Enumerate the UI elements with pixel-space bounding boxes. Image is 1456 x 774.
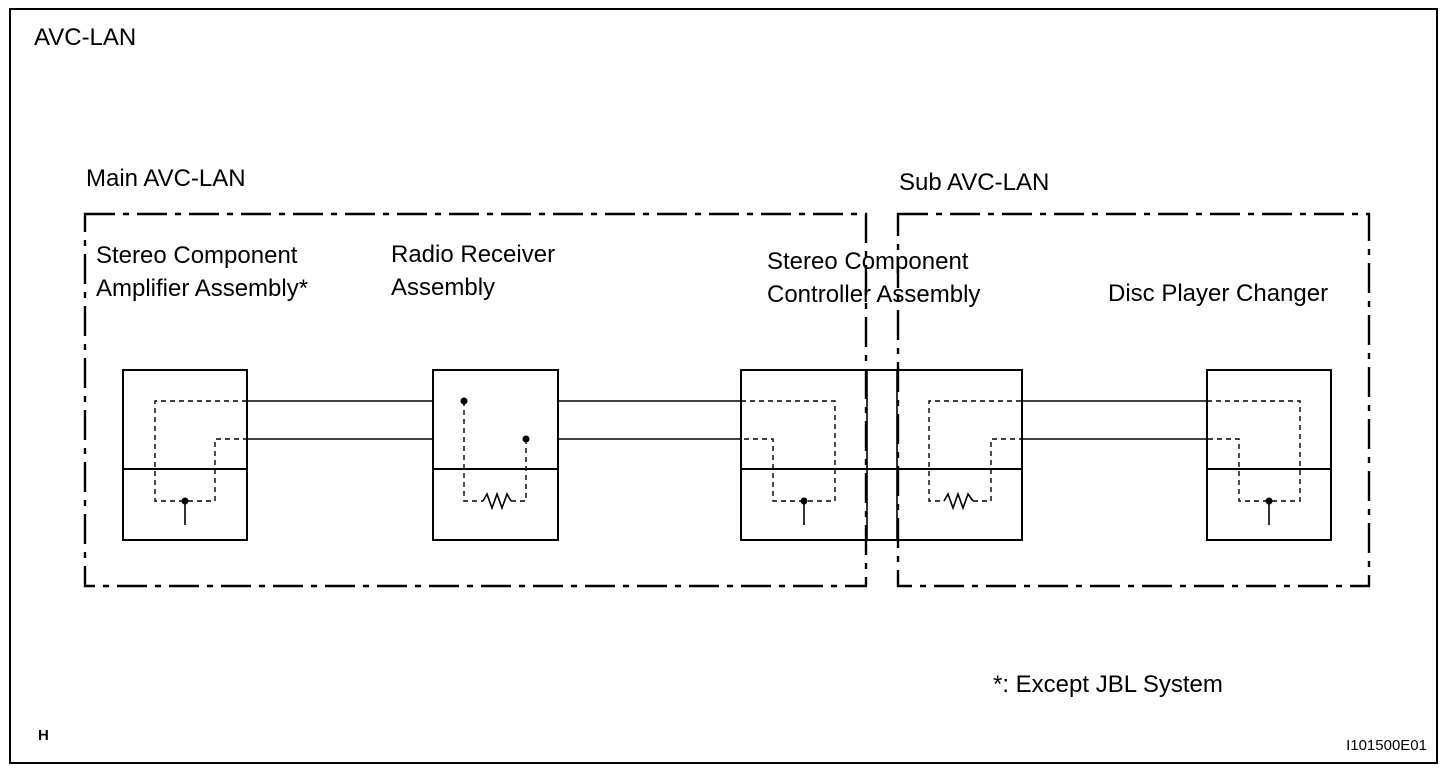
radio-label-line1: Radio Receiver (391, 241, 555, 268)
amplifier-label-line1: Stereo Component (96, 242, 298, 269)
controller-box (740, 369, 1023, 541)
radio-junction-dot-upper (460, 397, 468, 405)
radio-unit (432, 369, 559, 541)
radio-box (432, 369, 559, 541)
figure-code: I101500E01 (1346, 737, 1427, 754)
amplifier-box (122, 369, 248, 541)
changer-label: Disc Player Changer (1108, 280, 1328, 307)
bus-wires (247, 400, 1207, 440)
controller-termination-resistor (943, 491, 974, 511)
controller-unit (740, 369, 1023, 541)
amplifier-unit (122, 369, 248, 541)
outer-frame (9, 8, 1438, 764)
changer-junction-dot (1265, 497, 1273, 505)
diagram-title: AVC-LAN (34, 24, 136, 51)
footnote: *: Except JBL System (993, 671, 1223, 698)
controller-sub-side-circuit (928, 400, 1021, 502)
controller-main-side-circuit (741, 400, 836, 502)
controller-label-line1: Stereo Component (767, 248, 969, 275)
controller-label-line2: Controller Assembly (767, 281, 980, 308)
radio-junction-dot-lower (522, 435, 530, 443)
radio-termination-resistor (482, 491, 512, 511)
main-avc-lan-label: Main AVC-LAN (86, 165, 246, 192)
amplifier-internal-circuit (154, 400, 247, 502)
changer-internal-circuit (1207, 400, 1301, 502)
changer-box (1206, 369, 1332, 541)
radio-internal-circuit (463, 401, 527, 502)
radio-label-line2: Assembly (391, 274, 495, 301)
amplifier-junction-dot (181, 497, 189, 505)
changer-unit (1206, 369, 1332, 541)
controller-junction-dot (800, 497, 808, 505)
amplifier-label-line2: Amplifier Assembly* (96, 275, 308, 302)
corner-letter: H (38, 727, 49, 744)
sub-avc-lan-boundary (896, 212, 1371, 588)
sub-avc-lan-label: Sub AVC-LAN (899, 169, 1049, 196)
main-avc-lan-boundary (83, 212, 868, 588)
